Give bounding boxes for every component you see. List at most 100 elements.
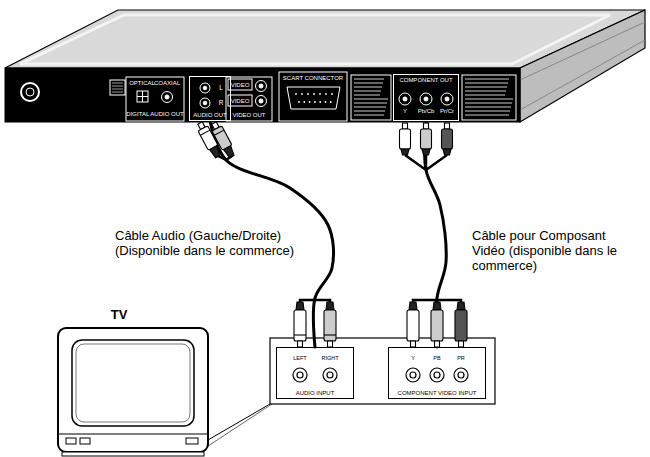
jack-label: SCART CONNECTOR xyxy=(283,75,343,82)
component-plugs-dvd xyxy=(442,129,453,149)
jack-label: OPTICAL xyxy=(129,80,155,87)
fine-print-stroke xyxy=(465,115,509,116)
fine-print-stroke xyxy=(354,99,388,100)
television xyxy=(66,438,76,444)
scart-pin xyxy=(325,93,327,95)
scart-pin xyxy=(295,93,297,95)
tv-input-panel xyxy=(208,404,270,440)
fine-print-stroke xyxy=(112,89,123,90)
rear-panel-parts xyxy=(228,95,252,106)
audio-plugs-dvd xyxy=(195,120,237,160)
rear-panel-parts xyxy=(200,98,210,108)
jack-label: Pb/Cb xyxy=(418,108,435,115)
rear-panel-parts xyxy=(126,77,184,121)
jack-label: Y xyxy=(403,108,407,115)
component-plugs-tv xyxy=(457,302,465,310)
cable-caption: Câble Audio (Gauche/Droite) (Disponible … xyxy=(115,229,311,259)
rear-panel-parts xyxy=(279,72,347,121)
fine-print-stroke xyxy=(465,103,512,104)
fine-print-stroke xyxy=(465,87,507,88)
tv-input-panel xyxy=(406,368,420,382)
scart-pin xyxy=(319,93,321,95)
audio-plugs-tv xyxy=(326,302,334,310)
rear-panel-parts xyxy=(462,75,516,120)
fine-print-stroke xyxy=(354,79,384,80)
component-plugs-tv xyxy=(455,310,467,341)
rear-panel-parts xyxy=(110,80,125,95)
tv-input-panel xyxy=(323,368,337,382)
rear-panel-parts xyxy=(203,101,207,105)
jack-label: Y xyxy=(411,355,415,361)
television xyxy=(72,340,194,426)
jack-label: LEFT xyxy=(293,355,306,361)
component-plugs-dvd xyxy=(401,149,409,155)
fine-print-stroke xyxy=(354,83,383,84)
component-plugs-tv xyxy=(431,310,443,341)
television xyxy=(76,344,190,422)
fine-print-stroke xyxy=(112,83,123,84)
component-plugs-dvd xyxy=(400,123,453,170)
scart-pin xyxy=(313,93,315,95)
rear-panel-parts xyxy=(256,96,267,107)
fine-print-stroke xyxy=(465,91,506,92)
jack-label: RIGHT xyxy=(321,355,338,361)
rear-panel-parts xyxy=(165,95,169,99)
rear-panel-parts xyxy=(228,79,252,90)
fine-print-stroke xyxy=(354,115,384,116)
dvd-player xyxy=(5,68,520,122)
jack-label: PR xyxy=(457,355,465,361)
component-plugs-dvd xyxy=(400,129,411,149)
fine-print-strokes xyxy=(112,79,513,115)
component-plugs-dvd xyxy=(405,155,447,170)
fine-print-stroke xyxy=(354,111,385,112)
audio-plugs-dvd xyxy=(218,156,232,160)
scart-pin xyxy=(314,101,316,103)
group-label: AUDIO INPUT xyxy=(296,390,335,396)
rear-panel-parts xyxy=(21,83,39,101)
fine-print-stroke xyxy=(354,91,381,92)
audio-plugs-tv xyxy=(296,302,304,310)
rear-panel-parts xyxy=(445,97,449,101)
component-plugs-dvd xyxy=(442,123,453,155)
dvd-player xyxy=(5,10,645,122)
jack-label: DIGITAL AUDIO OUT xyxy=(126,111,183,118)
jack-label: Pr/Cr xyxy=(440,108,454,115)
jack-group: AUDIO OUT xyxy=(189,76,231,121)
audio-plugs-tv xyxy=(324,310,336,341)
cable-caption: Câble pour Composant Vidéo (disponible d… xyxy=(472,229,640,274)
rear-panel-parts xyxy=(424,97,428,101)
tv-input-panel xyxy=(293,368,468,382)
component-plugs-dvd xyxy=(403,123,408,129)
tv-input-panel xyxy=(293,368,307,382)
jack-label: COAXIAL xyxy=(154,80,180,87)
group-label: AUDIO OUT xyxy=(193,112,226,118)
rear-panel-parts xyxy=(420,93,432,105)
fine-print-stroke xyxy=(354,107,386,108)
fine-print-stroke xyxy=(465,83,508,84)
rear-panel-parts xyxy=(256,81,267,92)
scart-pin xyxy=(325,101,327,103)
television xyxy=(58,328,208,456)
rear-panel-parts xyxy=(351,75,391,120)
rear-panel-parts xyxy=(441,93,453,105)
dvd-player xyxy=(20,15,610,64)
fine-print-stroke xyxy=(465,111,510,112)
jack-label: L xyxy=(219,84,223,91)
rear-panel-parts xyxy=(403,97,407,101)
dvd-player xyxy=(520,40,645,110)
input-group: COMPONENT VIDEO INPUT xyxy=(388,347,486,399)
rear-panel-parts xyxy=(287,87,340,109)
television xyxy=(62,452,204,456)
jack-label: PB xyxy=(433,355,440,361)
component-plugs-dvd xyxy=(400,123,411,155)
tv-input-panel xyxy=(270,338,495,404)
rear-panel-parts xyxy=(226,77,272,121)
tv-input-panel xyxy=(454,368,468,382)
audio-plugs-dvd xyxy=(200,130,210,135)
component-plugs-dvd xyxy=(421,123,432,155)
tv-input-panel xyxy=(458,372,464,378)
scart-pin xyxy=(307,93,309,95)
scart-pin xyxy=(298,101,300,103)
audio-plugs-tv xyxy=(324,334,336,335)
fine-print-stroke xyxy=(465,99,513,100)
